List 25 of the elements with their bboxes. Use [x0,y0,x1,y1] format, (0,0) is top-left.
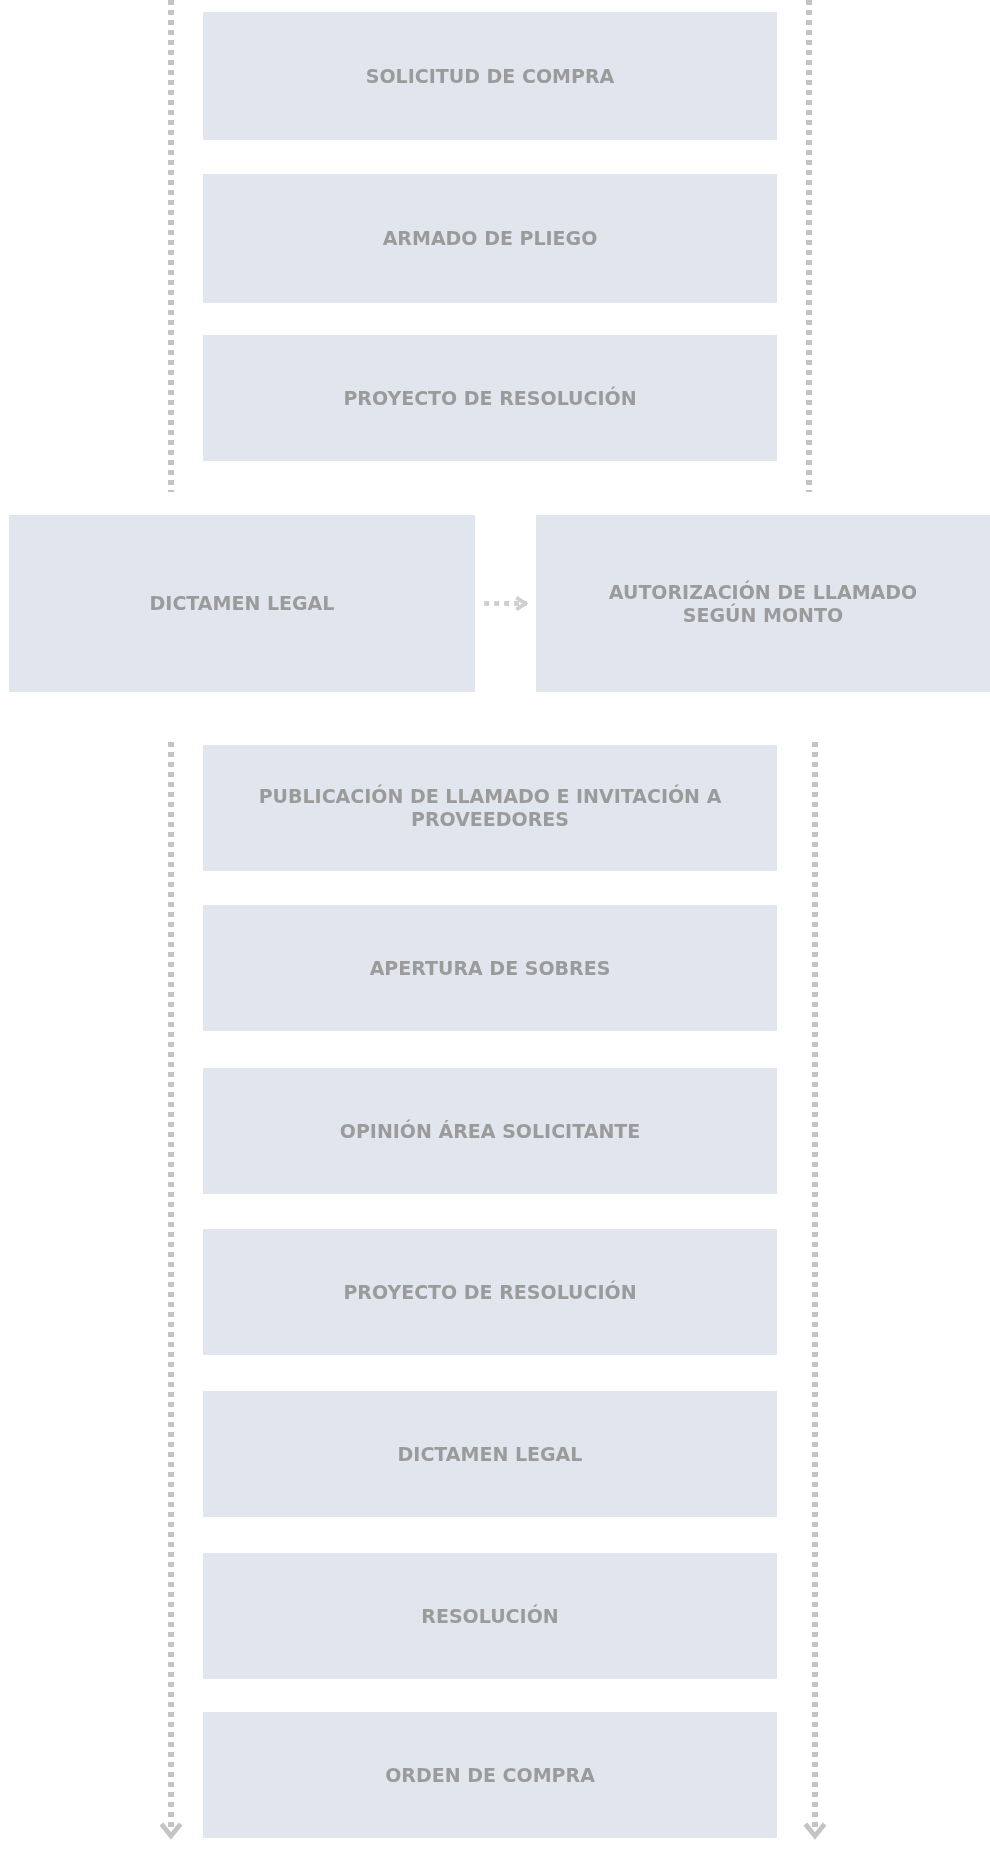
step-label: ORDEN DE COMPRA [385,1763,595,1787]
step-label: OPINIÓN ÁREA SOLICITANTE [339,1119,641,1143]
step-label: PROYECTO DE RESOLUCIÓN [343,386,637,410]
arrow [484,595,528,612]
process-box [203,1553,777,1679]
process-box [203,335,777,461]
process-box [203,1068,777,1194]
step-label: DICTAMEN LEGAL [397,1442,583,1466]
step-label: PUBLICACIÓN DE LLAMADO E INVITACIÓN A PROVEEDORES [257,785,723,831]
step-label: AUTORIZACIÓN DE LLAMADO SEGÚN MONTO [607,580,919,627]
process-box [203,905,777,1031]
process-box [203,174,777,303]
process-box [203,1229,777,1355]
process-box [203,745,777,871]
step-label: RESOLUCIÓN [421,1604,559,1628]
step-label: ARMADO DE PLIEGO [382,227,598,250]
process-box [536,515,990,692]
step-label: SOLICITUD DE COMPRA [365,64,615,88]
process-box [203,12,777,140]
process-box [9,515,475,692]
step-label: PROYECTO DE RESOLUCIÓN [343,1280,637,1304]
step-label: APERTURA DE SOBRES [369,956,611,980]
process-box [203,1712,777,1838]
process-box [203,1391,777,1517]
step-label: DICTAMEN LEGAL [149,592,335,615]
